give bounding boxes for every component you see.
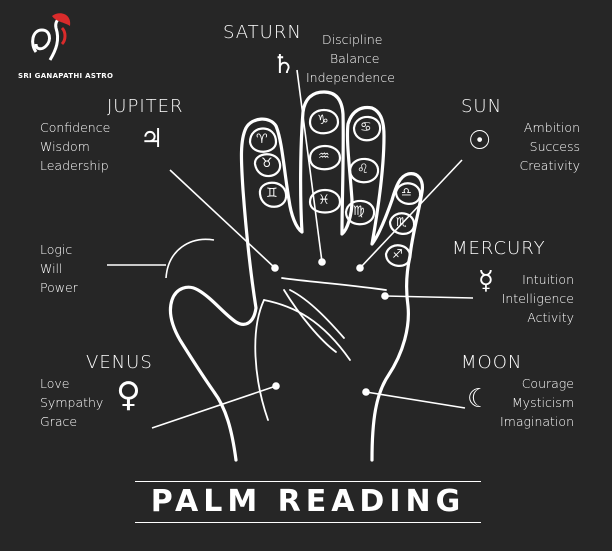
sun-trait-1: Ambition [523,120,580,135]
sun-traits: Ambition Success Creativity [508,118,581,175]
moon-symbol: ☾ [467,384,491,414]
fate-line [283,289,337,353]
heart-line [281,277,387,291]
zodiac-cancer-icon: ♋ [360,120,372,135]
title-banner: PALM READING [135,481,481,523]
saturn-label: SATURN [223,22,302,43]
zodiac-libra-icon: ♎ [401,185,412,199]
zodiac-aries-icon: ♈ [256,132,268,147]
saturn-trait-2: Balance [330,51,380,66]
moon-traits: Courage Mysticism Imagination [496,374,574,431]
jupiter-trait-1: Confidence [40,120,111,135]
zodiac-pisces-icon: ♓ [318,193,330,208]
thumb-trait-3: Power [40,280,78,295]
zodiac-leo-icon: ♌ [357,162,369,177]
mercury-trait-3: Activity [527,310,574,325]
hand-outline [168,90,424,462]
venus-trait-2: Sympathy [40,395,104,410]
mercury-trait-2: Intelligence [501,291,574,306]
zodiac-taurus-icon: ♉ [261,156,273,171]
moon-trait-1: Courage [521,376,574,391]
zodiac-gemini-icon: ♊ [266,186,278,201]
moon-trait-3: Imagination [499,414,574,429]
sun-trait-2: Success [529,139,580,154]
saturn-symbol: ♄ [272,50,296,80]
mercury-traits: Intuition Intelligence Activity [496,270,574,327]
life-line [254,299,269,421]
mercury-symbol: ☿ [478,266,494,296]
ganesha-logo [31,13,71,61]
saturn-trait-3: Independence [306,70,395,85]
venus-symbol: ♀ [116,375,141,415]
sun-trait-3: Creativity [519,158,581,173]
zodiac-virgo-icon: ♍ [353,204,365,219]
mercury-label: MERCURY [452,238,546,259]
thumb-trait-1: Logic [40,242,73,257]
sun-symbol: ☉ [468,126,492,156]
zodiac-capricorn-icon: ♑ [317,113,329,128]
page-title: PALM READING [150,484,466,519]
venus-trait-1: Love [40,376,70,391]
jupiter-symbol: ♃ [140,124,164,154]
jupiter-traits: Confidence Wisdom Leadership [40,118,110,175]
venus-trait-3: Grace [40,414,78,429]
saturn-trait-1: Discipline [322,32,383,47]
sun-label: SUN [461,96,503,117]
zodiac-aquarius-icon: ♒ [318,149,330,164]
thumb-trait-2: Will [40,261,63,276]
moon-label: MOON [461,352,523,373]
jupiter-trait-3: Leadership [40,158,109,173]
jupiter-trait-2: Wisdom [40,139,90,154]
mercury-trait-1: Intuition [522,272,574,287]
venus-label: VENUS [86,352,153,373]
zodiac-scorpio-icon: ♏ [396,215,407,229]
venus-traits: Love Sympathy Grace [40,374,103,431]
zodiac-sagittarius-icon: ♐ [392,247,403,261]
saturn-traits: Discipline Balance Independence [306,30,395,87]
moon-trait-2: Mysticism [511,395,574,410]
head-line [263,299,351,361]
jupiter-label: JUPITER [107,96,184,117]
brand-name: SRI GANAPATHI ASTRO [18,72,114,80]
thumb-traits: Logic Will Power [40,240,78,297]
